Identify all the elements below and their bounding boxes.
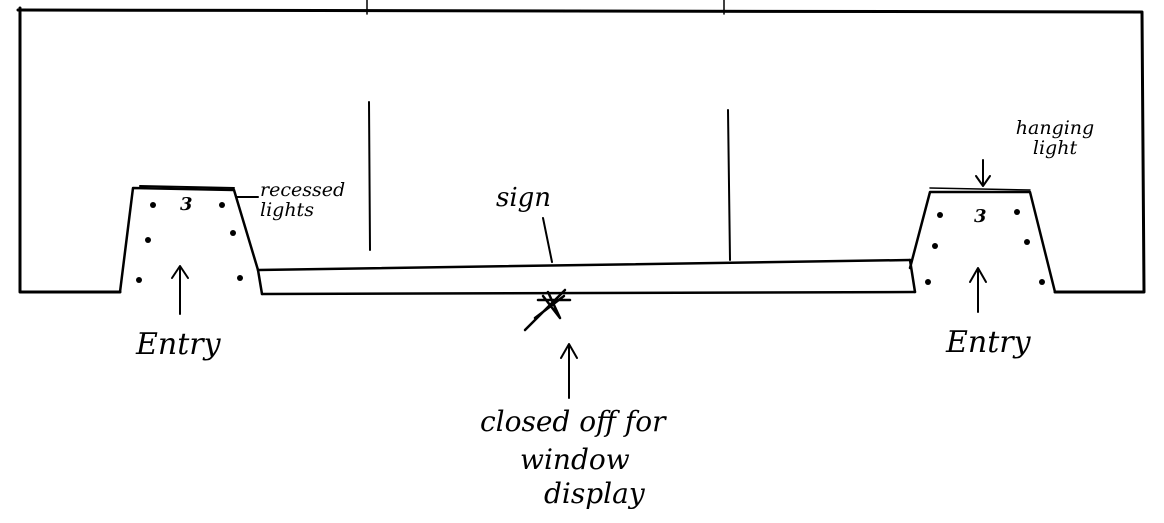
closed-off-line2: window <box>520 443 630 476</box>
facade-top-and-right-wall <box>16 8 1146 294</box>
window-left-end <box>256 268 264 296</box>
entry-count-right: 3 <box>974 206 987 227</box>
recessed-light-dot <box>150 202 156 208</box>
recessed-light-dot <box>219 202 225 208</box>
recessed-light-dot <box>937 212 943 218</box>
entry-right-arrow <box>969 267 987 313</box>
recessed-light-dot <box>1024 239 1030 245</box>
entry-left-label: Entry <box>136 327 221 362</box>
left-entry-alcove <box>118 186 260 294</box>
recessed-light-dot <box>136 277 142 283</box>
closed-off-line1: closed off for <box>480 405 666 438</box>
recessed-lights-label: recessed lights <box>260 180 390 220</box>
closed-off-arrow <box>560 343 578 399</box>
hanging-light-arrow <box>975 159 991 187</box>
sign-label: sign <box>496 183 552 213</box>
sign-leader <box>542 217 553 263</box>
entry-right-label: Entry <box>946 325 1031 360</box>
closed-off-line3: display <box>544 477 645 510</box>
recessed-light-dot <box>230 230 236 236</box>
interior-divider-left <box>368 101 371 251</box>
entry-left-arrow <box>171 265 189 315</box>
right-entry-alcove <box>908 190 1057 294</box>
left-entry-header <box>139 185 235 189</box>
window-line-upper <box>256 258 912 272</box>
window-right-end <box>908 258 917 294</box>
recessed-light-dot <box>145 237 151 243</box>
sign-star <box>523 288 572 332</box>
recessed-lights-text: recessed lights <box>260 179 346 221</box>
hanging-light-label: hanging light <box>1010 118 1100 158</box>
hanging-light-text: hanging light <box>1015 117 1095 159</box>
recessed-light-dot <box>925 279 931 285</box>
recessed-light-dot <box>932 243 938 249</box>
recessed-light-dot <box>1014 209 1020 215</box>
window-line-lower <box>260 290 917 296</box>
facade-left-wall <box>18 6 122 294</box>
entry-count-left: 3 <box>180 194 193 215</box>
recessed-light-dot <box>1039 279 1045 285</box>
interior-divider-right <box>727 109 731 261</box>
recessed-light-dot <box>237 275 243 281</box>
hanging-light-bar <box>929 187 1031 191</box>
